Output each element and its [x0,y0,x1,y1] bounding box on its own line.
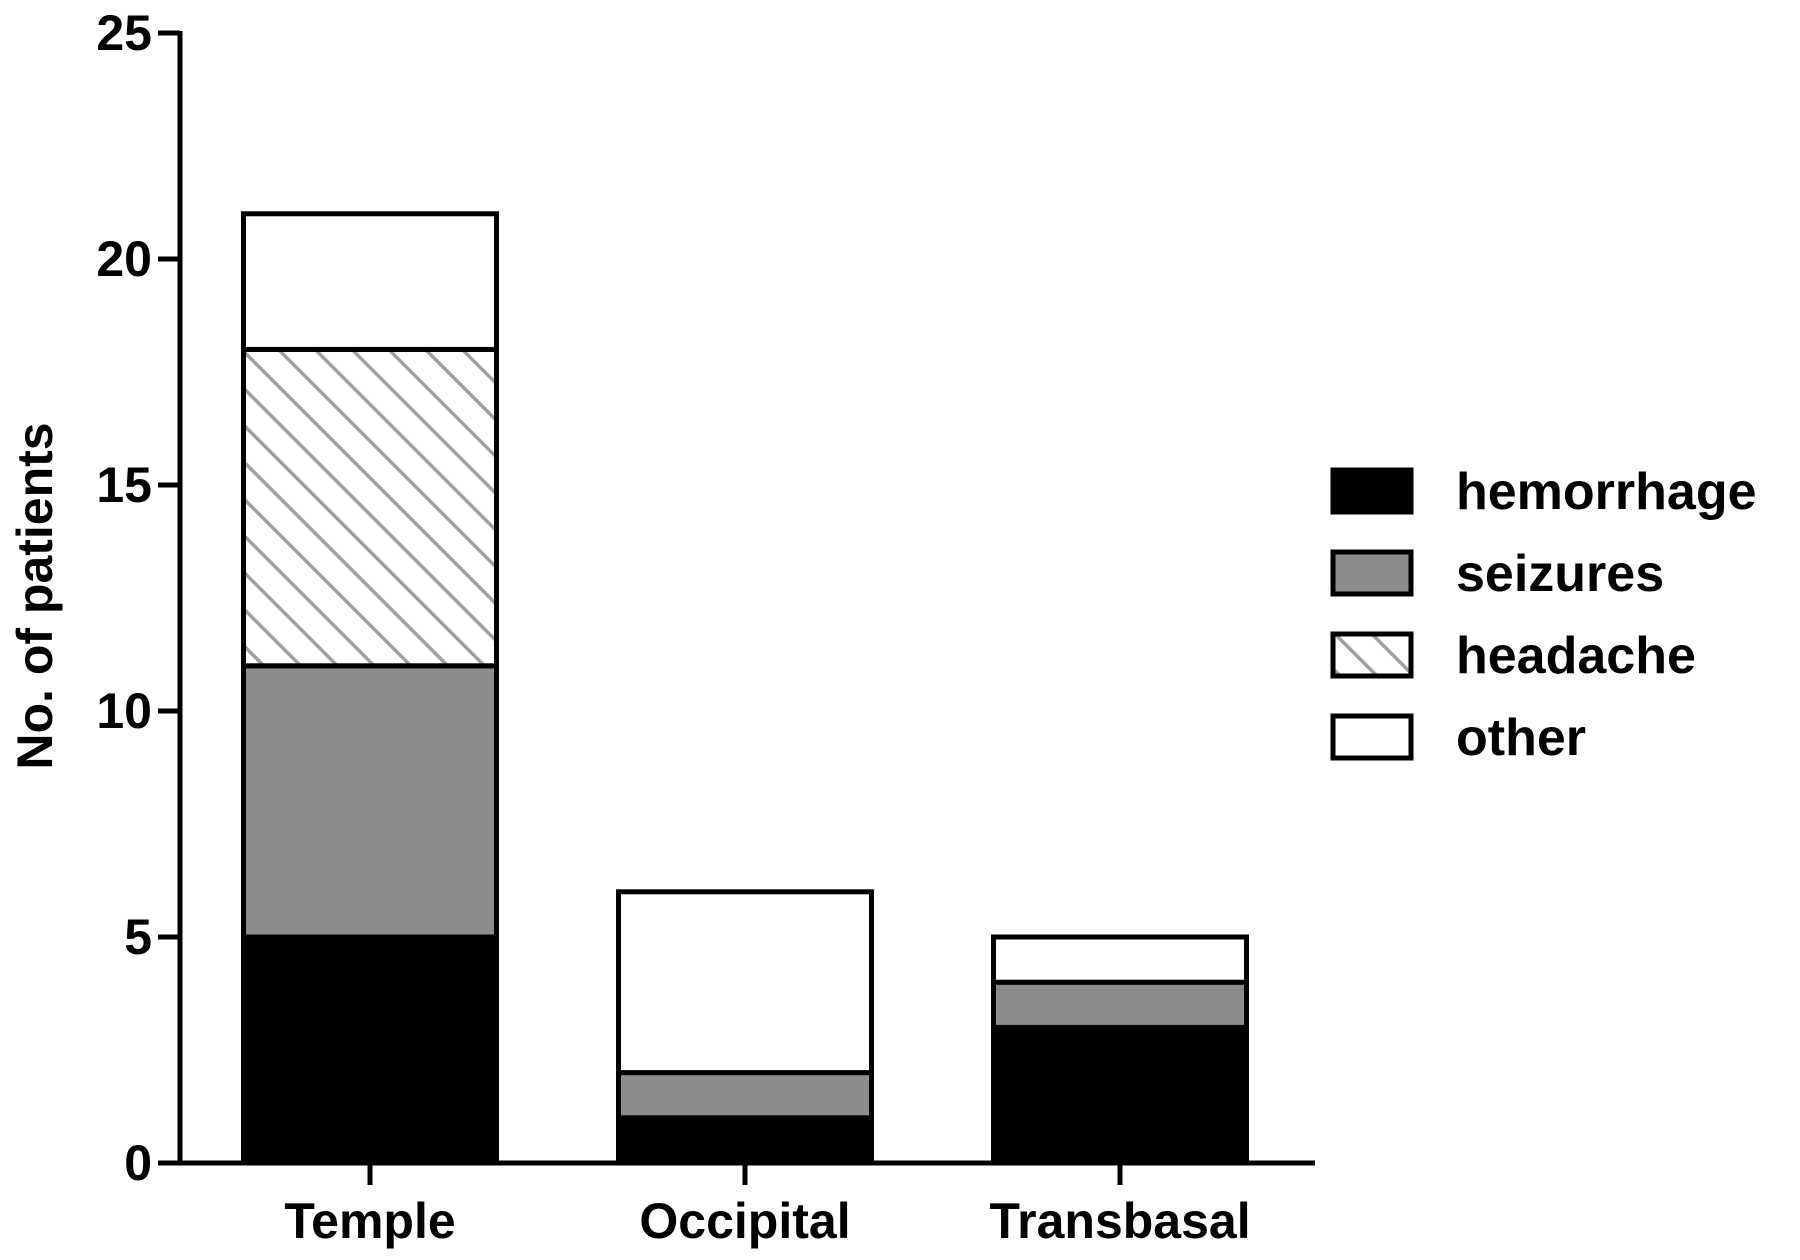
bar-temple-headache [241,346,499,669]
y-tick-label: 15 [96,457,152,513]
bar-temple-hemorrhage [241,934,499,1166]
bar-transbasal-seizures [991,979,1249,1030]
legend-swatch-other [1330,713,1414,761]
legend-label-hemorrhage: hemorrhage [1456,463,1757,521]
bar-transbasal-other [991,934,1249,985]
x-axis-ticks: Temple Occipital Transbasal [284,1163,1251,1249]
x-tick-label-occipital: Occipital [639,1193,850,1249]
legend-label-other: other [1456,709,1586,767]
y-tick-label: 5 [124,909,152,965]
y-tick-label: 0 [124,1135,152,1191]
bar-occipital-other [616,889,874,1076]
legend-swatch-headache [1330,631,1414,679]
y-tick-label: 20 [96,231,152,287]
y-axis-title: No. of patients [7,422,63,769]
y-tick-label: 10 [96,683,152,739]
bar-temple-seizures [241,663,499,940]
bar-transbasal-hemorrhage [991,1024,1249,1166]
bar-occipital-seizures [616,1070,874,1121]
x-tick-label-temple: Temple [284,1193,455,1249]
legend: hemorrhage seizures headache other [1330,463,1757,767]
legend-label-seizures: seizures [1456,545,1664,603]
legend-swatch-hemorrhage [1330,467,1414,515]
bar-temple-other [241,211,499,352]
x-tick-label-transbasal: Transbasal [989,1193,1250,1249]
legend-label-headache: headache [1456,627,1696,685]
legend-swatch-seizures [1330,549,1414,597]
y-axis-ticks: 0 5 10 15 20 25 [96,5,180,1191]
bar-occipital-hemorrhage [616,1115,874,1166]
bars-layer [241,211,1249,1166]
y-tick-label: 25 [96,5,152,61]
